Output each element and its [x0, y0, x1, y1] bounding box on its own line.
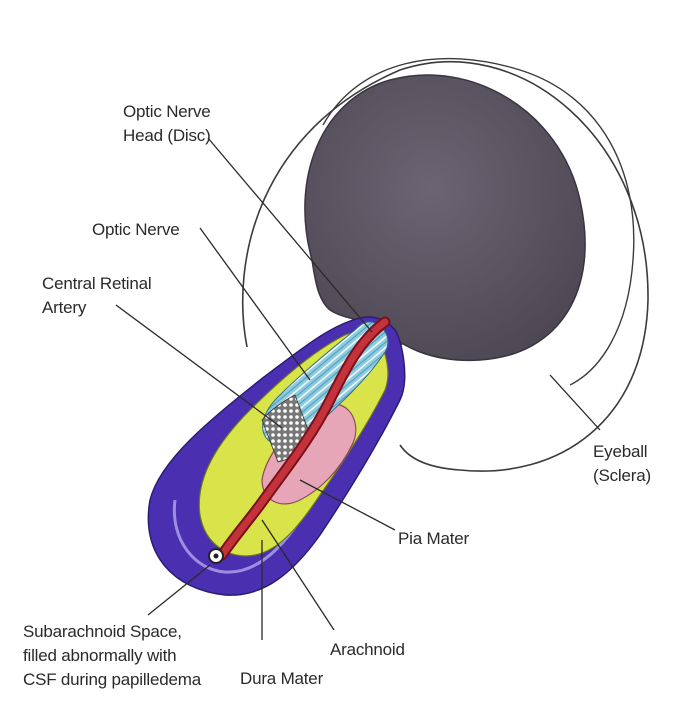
- label-optic-nerve: Optic Nerve: [92, 218, 180, 242]
- label-subarachnoid-space-line-1: Subarachnoid Space,: [23, 620, 201, 644]
- label-arachnoid: Arachnoid: [330, 638, 405, 662]
- label-central-retinal-artery-line-1: Central Retinal: [42, 272, 151, 296]
- label-optic-nerve-head-line-1: Optic Nerve: [123, 100, 211, 124]
- label-eyeball-line-2: (Sclera): [593, 464, 651, 488]
- label-dura-mater: Dura Mater: [240, 667, 323, 691]
- label-optic-nerve-head: Optic Nerve Head (Disc): [123, 100, 211, 148]
- label-central-retinal-artery: Central Retinal Artery: [42, 272, 151, 320]
- label-pia-mater-line-1: Pia Mater: [398, 527, 469, 551]
- label-dura-mater-line-1: Dura Mater: [240, 667, 323, 691]
- label-optic-nerve-line-1: Optic Nerve: [92, 218, 180, 242]
- label-pia-mater: Pia Mater: [398, 527, 469, 551]
- label-subarachnoid-space-line-3: CSF during papilledema: [23, 668, 201, 692]
- label-eyeball: Eyeball (Sclera): [593, 440, 651, 488]
- label-optic-nerve-head-line-2: Head (Disc): [123, 124, 211, 148]
- label-arachnoid-line-1: Arachnoid: [330, 638, 405, 662]
- label-subarachnoid-space: Subarachnoid Space, filled abnormally wi…: [23, 620, 201, 692]
- eyeball-interior: [305, 75, 585, 360]
- label-subarachnoid-space-line-2: filled abnormally with: [23, 644, 201, 668]
- label-central-retinal-artery-line-2: Artery: [42, 296, 151, 320]
- label-eyeball-line-1: Eyeball: [593, 440, 651, 464]
